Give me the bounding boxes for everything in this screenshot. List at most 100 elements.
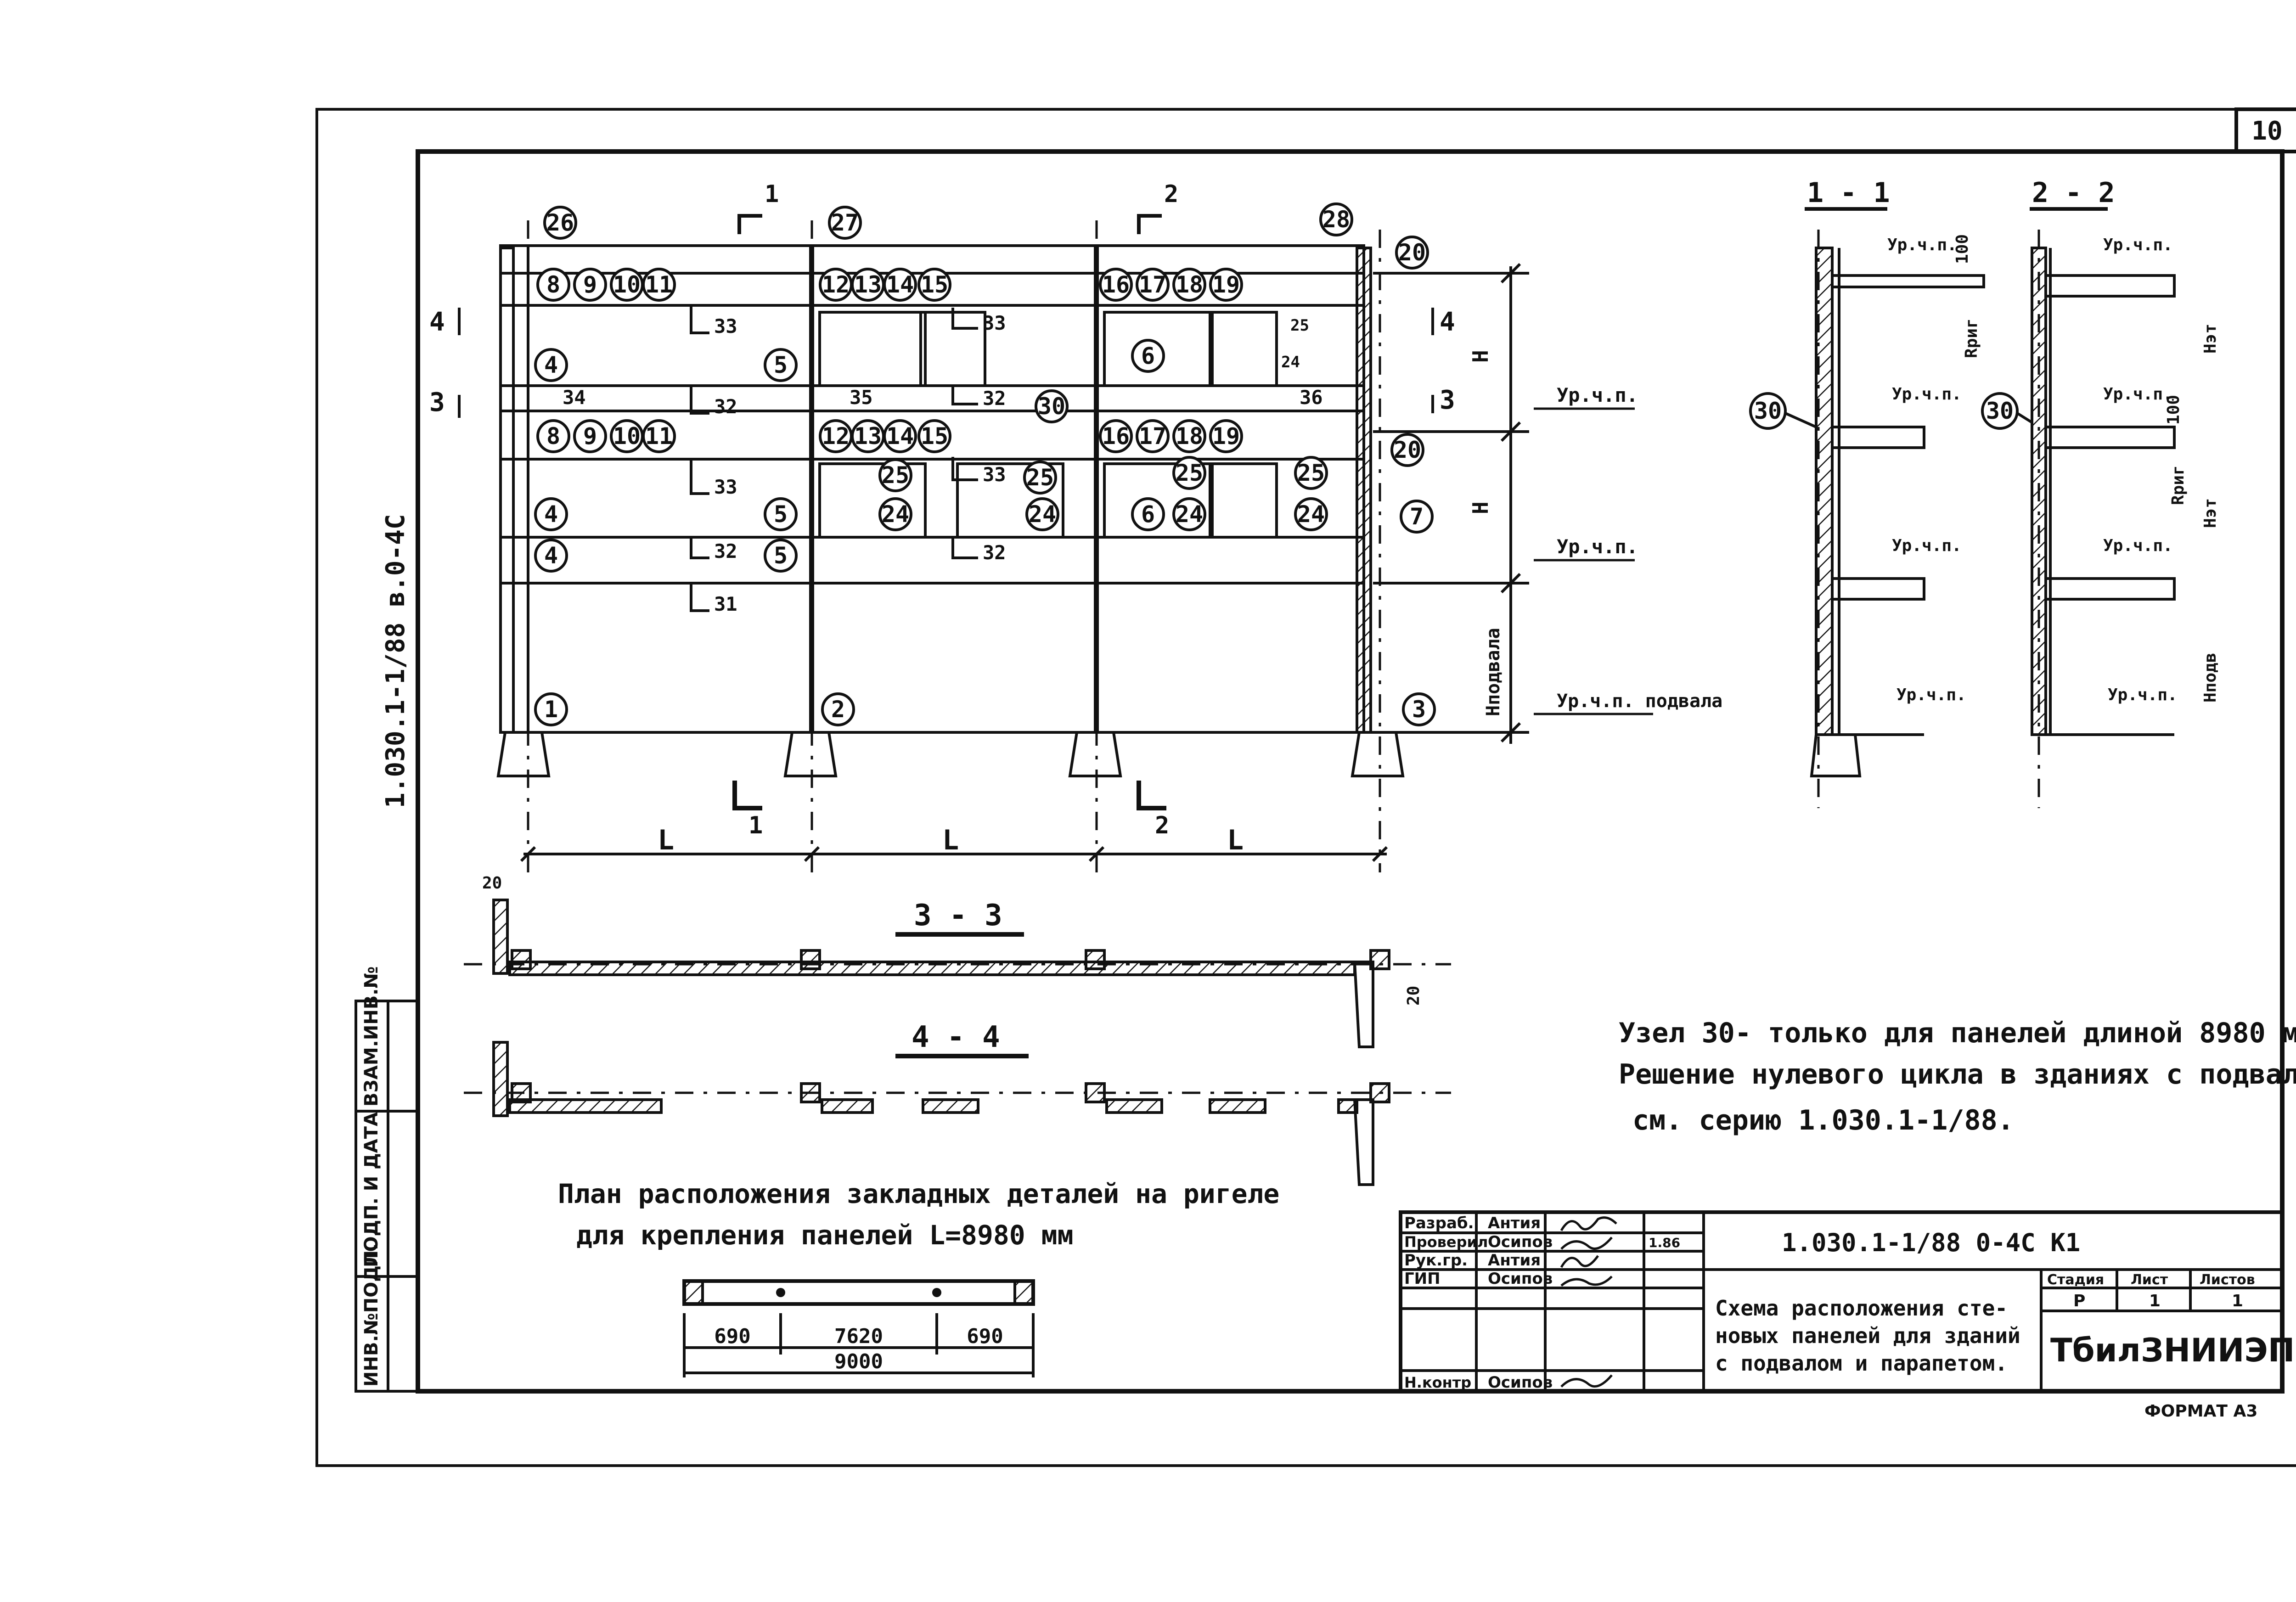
tb-date: 1.86	[1649, 1235, 1680, 1250]
callout-number: 9	[583, 423, 597, 450]
callout-mark: 6	[1131, 497, 1165, 531]
callout-circle	[1099, 419, 1133, 453]
stamp-cell-inv: ИНВ.№ПОДЛ.	[361, 1243, 382, 1387]
s2-callout-30: 30	[1986, 398, 2014, 424]
callout-number: 16	[1102, 271, 1130, 298]
tb-role-4: Н.контр	[1404, 1374, 1471, 1391]
callout-mark: 15	[917, 268, 951, 302]
leader-33-a: 33	[714, 315, 737, 337]
callout-number: 19	[1212, 423, 1240, 450]
callout-mark: 10	[610, 419, 644, 453]
callout-number: 15	[921, 271, 948, 298]
tb-role-2: Рук.гр.	[1404, 1251, 1468, 1270]
callout-circle	[764, 539, 798, 573]
callout-circle	[1319, 202, 1353, 236]
callout-number: 16	[1102, 423, 1130, 450]
inner-frame	[416, 149, 2285, 1394]
callout-mark: 18	[1172, 419, 1206, 453]
callout-mark: 19	[1209, 268, 1243, 302]
callout-number: 13	[854, 423, 882, 450]
callout-circle	[828, 206, 862, 240]
callout-number: 8	[546, 271, 560, 298]
s2-hpodv: Hподв	[2201, 653, 2220, 703]
callout-mark: 24	[1172, 497, 1206, 531]
leader-36: 36	[1300, 386, 1323, 409]
callout-mark: 14	[883, 419, 917, 453]
callout-number: 14	[886, 271, 914, 298]
tb-code: 1.030.1-1/88 0-4С К1	[1782, 1228, 2080, 1257]
tb-stage-label: Стадия	[2047, 1272, 2104, 1288]
signature-3	[1560, 1255, 1599, 1268]
callout-mark: 9	[573, 419, 607, 453]
callout-mark: 18	[1172, 268, 1206, 302]
section-2-2-title: 2 - 2	[2032, 177, 2115, 209]
level-basement: Ур.ч.п. подвала	[1557, 691, 1722, 712]
s2-het-2: Hэт	[2201, 498, 2220, 528]
callout-number: 11	[645, 423, 673, 450]
callout-number: 14	[886, 423, 914, 450]
level-h-2: H	[1468, 501, 1493, 514]
s2-level-4: Ур.ч.п.	[2108, 686, 2178, 704]
callout-number: 5	[774, 352, 788, 378]
stamp-cell-sign: ПОДП. И ДАТА	[361, 1112, 382, 1267]
tb-sheets: 1	[2232, 1292, 2243, 1310]
callout-number: 24	[1297, 501, 1325, 528]
callout-number: 25	[882, 462, 909, 489]
sheet-number-box	[2234, 107, 2296, 153]
tb-title-line3: с подвалом и парапетом.	[1715, 1351, 2008, 1376]
plan-4-4: 4 - 4	[464, 1020, 1451, 1186]
small-label-24: 24	[1281, 353, 1300, 371]
callout-mark: 8	[536, 268, 570, 302]
callout-mark: 13	[851, 268, 885, 302]
callout-circle	[1136, 268, 1170, 302]
callout-mark: 11	[642, 419, 676, 453]
callout-mark: 28	[1319, 202, 1353, 236]
callout-circle	[573, 419, 607, 453]
section-2-2: 2 - 2 Ур.ч.п. Hэт Ур.ч.п. 100 Rриг Hэт У…	[1981, 177, 2220, 808]
callout-circle	[573, 268, 607, 302]
tb-stage: Р	[2073, 1292, 2085, 1310]
side-stamp: ИНВ.№ПОДЛ. ПОДП. И ДАТА ВЗАМ.ИНВ.№	[355, 966, 419, 1393]
callout-mark: 24	[1294, 497, 1328, 531]
callout-circle	[1294, 456, 1328, 490]
tb-sheet-label: Лист	[2131, 1272, 2168, 1288]
leader-31: 31	[714, 593, 737, 615]
s1-level-4: Ур.ч.п.	[1896, 686, 1966, 704]
callout-circle	[534, 692, 568, 726]
callout-circle	[1395, 236, 1429, 270]
side-code: 1.030.1-1/88 в.0-4С	[381, 514, 411, 808]
callout-number: 5	[774, 501, 788, 528]
callout-circle	[642, 419, 676, 453]
tb-title-line1: Схема расположения сте-	[1715, 1296, 2008, 1321]
callout-circle	[1294, 497, 1328, 531]
callout-number: 8	[546, 423, 560, 450]
rigel-dim-690-right: 690	[967, 1325, 1003, 1348]
small-label-25: 25	[1290, 316, 1309, 335]
callout-number: 12	[822, 423, 850, 450]
callout-number: 13	[854, 271, 882, 298]
callout-number: 1	[544, 696, 558, 723]
callout-circle	[917, 268, 951, 302]
callout-circle	[1400, 500, 1434, 534]
callout-mark: 9	[573, 268, 607, 302]
rigel-detail: 690 7620 690 9000	[682, 1279, 1035, 1377]
callout-circle	[536, 419, 570, 453]
callout-mark: 4	[534, 497, 568, 531]
plan-caption-line2: для крепления панелей L=8980 мм	[576, 1220, 1074, 1251]
span-label-2: L	[942, 824, 959, 856]
level-floor-1: Ур.ч.п.	[1557, 384, 1638, 406]
tb-sheet: 1	[2149, 1292, 2161, 1310]
tb-org: ТбилЗНИИЭП	[2050, 1332, 2295, 1369]
plan-caption-line1: План расположения закладных деталей на р…	[558, 1178, 1279, 1209]
section-mark-bottom-1: 1	[748, 812, 763, 839]
callout-mark: 12	[819, 419, 853, 453]
callout-circle	[1136, 419, 1170, 453]
callout-mark: 19	[1209, 419, 1243, 453]
signature-1	[1560, 1216, 1617, 1231]
s2-level-2: Ур.ч.п.	[2103, 385, 2173, 404]
callout-number: 5	[774, 542, 788, 569]
callout-number: 20	[1398, 239, 1426, 266]
callout-mark: 4	[534, 348, 568, 382]
s2-het-1: Hэт	[2201, 324, 2220, 354]
